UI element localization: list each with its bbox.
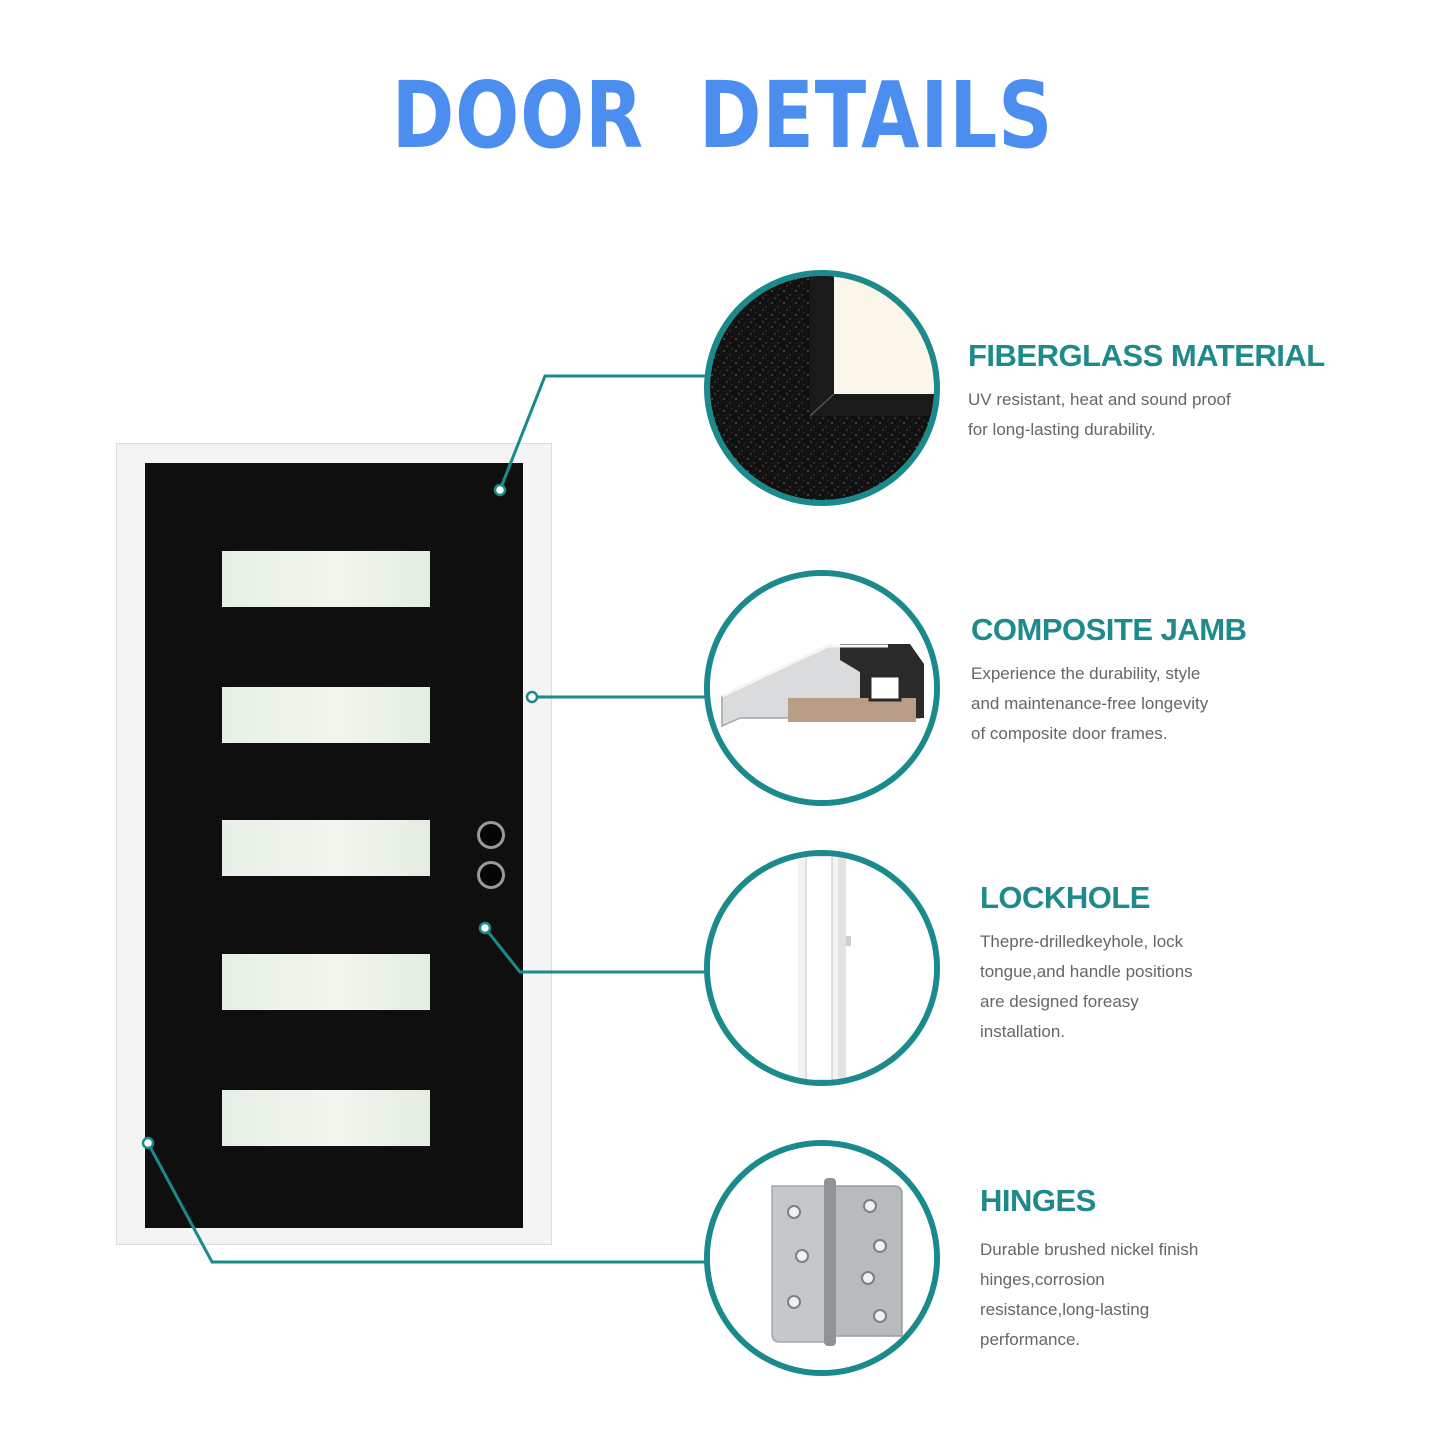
detail-image-hinges [704, 1140, 940, 1376]
glass-panel [222, 551, 430, 607]
detail-image-lockhole [704, 850, 940, 1086]
feature-desc-composite-jamb: Experience the durability, style and mai… [971, 664, 1209, 743]
lockhole [477, 821, 505, 849]
glass-panel [222, 820, 430, 876]
callout-dot-hinges [141, 1136, 155, 1150]
detail-image-fiberglass [704, 270, 940, 506]
detail-image-composite-jamb [704, 570, 940, 806]
glass-panel [222, 687, 430, 743]
feature-title-lockhole: LOCKHOLE [980, 880, 1150, 915]
callout-dot-lockhole [478, 921, 492, 935]
callout-line-fiberglass [498, 374, 706, 491]
callout-dot-jamb [525, 690, 539, 704]
feature-title-fiberglass: FIBERGLASS MATERIAL [968, 338, 1325, 373]
glass-panel [222, 954, 430, 1010]
page-title: DOOR DETAILS [391, 62, 1054, 169]
feature-desc-lockhole: Thepre-drilledkeyhole, lock tongue,and h… [980, 932, 1193, 1041]
feature-desc-fiberglass: UV resistant, heat and sound proof for l… [968, 390, 1231, 439]
feature-title-composite-jamb: COMPOSITE JAMB [971, 612, 1247, 647]
glass-panel [222, 1090, 430, 1146]
lockhole [477, 861, 505, 889]
feature-title-hinges: HINGES [980, 1183, 1096, 1218]
callout-line-lockhole [483, 927, 706, 974]
callout-line-hinges [146, 1142, 706, 1264]
feature-desc-hinges: Durable brushed nickel finish hinges,cor… [980, 1240, 1199, 1349]
callout-dot-fiberglass [493, 483, 507, 497]
